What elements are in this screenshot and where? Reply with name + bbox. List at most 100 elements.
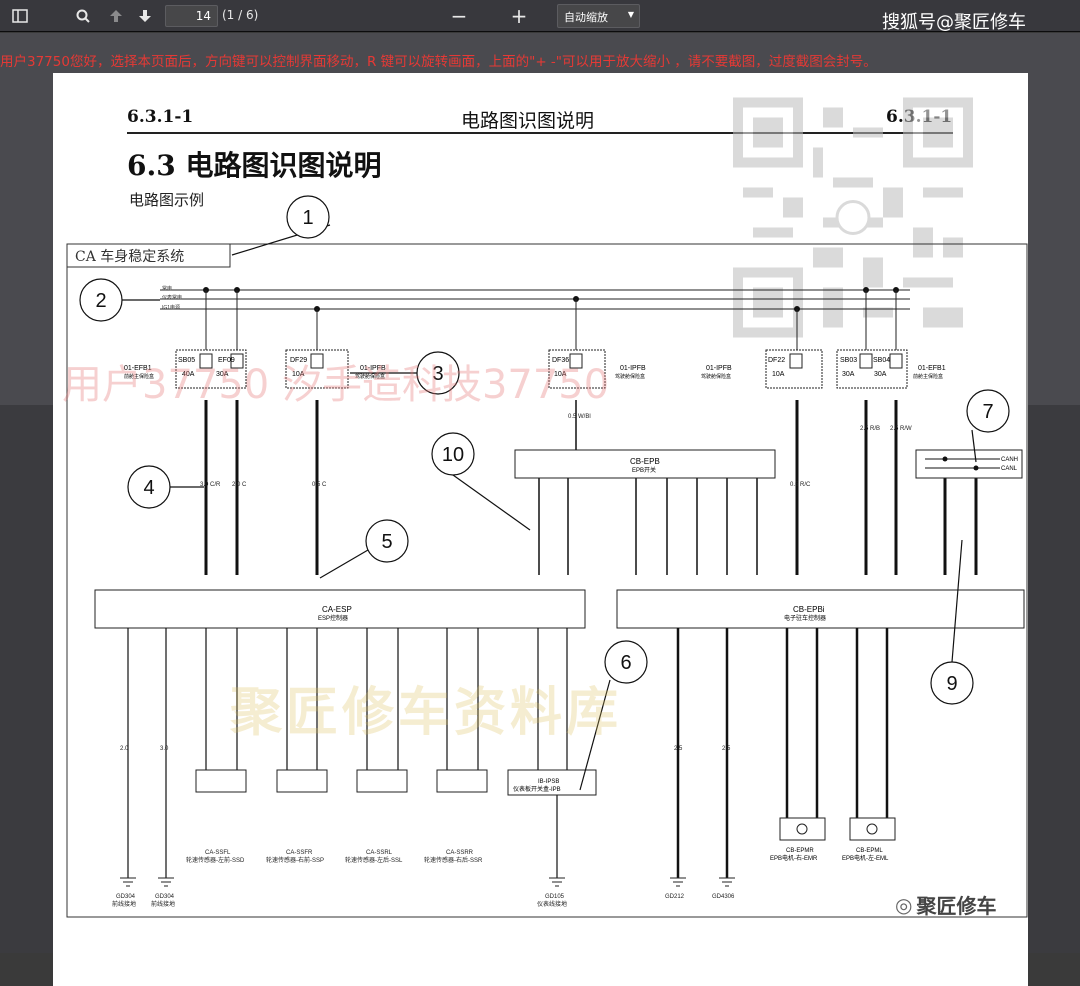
fusebox-code: 01-EFB1 (918, 365, 946, 372)
fuse-label-sb03: SB03 (840, 357, 857, 364)
diagram-frame (66, 243, 1028, 918)
previous-page-icon[interactable] (104, 4, 128, 28)
sensor-name: 轮速传感器-右后-SSR (424, 856, 483, 864)
fuse-rating-sb05: 40A (182, 371, 195, 378)
wire-spec: 2.5 R/B (860, 426, 880, 432)
zoom-in-button[interactable]: + (510, 4, 528, 28)
fuse-box-ipfb-2: DF36 10A 01-IPFB 驾驶舱保险盒 (548, 349, 646, 389)
fusebox-name: 前舱主保险盒 (913, 373, 943, 380)
fuse-label-df36: DF36 (552, 357, 569, 364)
can-low-label: CANL (1001, 466, 1018, 472)
ground-name: 前线接地 (151, 900, 175, 908)
fuse-label-ef09: EF09 (218, 357, 235, 364)
wiring-diagram: CA 车身稳定系统 常电 仪表常电 IG1电源 SB05 EF09 40A 30… (66, 195, 1028, 918)
power-label-const: 常电 (162, 285, 172, 292)
ground-code: GD212 (665, 894, 685, 900)
motor-name: EPB电机-左-EML (842, 854, 889, 862)
sensor-name: 轮速传感器-左前-SSD (186, 856, 245, 864)
fusebox-name: 前舱主保险盒 (124, 373, 154, 380)
wire-spec: 3.0 (160, 746, 169, 752)
fuse-label-df22: DF22 (768, 357, 785, 364)
wire-spec: 0.5 W/Bl (568, 414, 591, 420)
header-code-left: 6.3.1-1 (127, 107, 194, 127)
callout-label-9: 9 (946, 673, 957, 695)
fuse-box-ipfb-3: DF22 10A 01-IPFB 驾驶舱保险盒 (701, 349, 823, 389)
module-code: IB-IPSB (538, 779, 559, 785)
wire-spec: 2.0 C (232, 482, 247, 488)
can-high-label: CANH (1001, 457, 1018, 463)
zoom-select[interactable]: 自动缩放 ▼ (557, 4, 640, 28)
sensor-code: CA-SSRL (366, 850, 393, 856)
ground-code: GD304 (116, 894, 136, 900)
sidebar-toggle-icon[interactable] (8, 4, 32, 28)
callout-label-5: 5 (381, 531, 392, 553)
fuse-rating-df36: 10A (554, 371, 567, 378)
fusebox-name: 驾驶舱保险盒 (615, 373, 645, 380)
callout-label-4: 4 (143, 477, 154, 499)
wire-spec: 2.0 (120, 746, 129, 752)
module-name: ESP控制器 (318, 614, 348, 622)
fuse-rating-df29: 10A (292, 371, 305, 378)
callout-label-3: 3 (432, 363, 443, 385)
brand-watermark: 搜狐号@聚匠修车 (882, 12, 1026, 33)
module-code: CB-EPBi (793, 605, 825, 614)
next-page-icon[interactable] (133, 4, 157, 28)
page-number-input[interactable] (165, 5, 218, 27)
fusebox-code: 01-IPFB (620, 365, 646, 372)
callout-label-10: 10 (442, 444, 464, 466)
fuse-box-ipfb-1: DF29 10A 01-IPFB 驾驶舱保险盒 (285, 349, 386, 389)
section-subtitle: 电路图示例 (129, 191, 205, 209)
ground-name: 仪表线接地 (537, 900, 567, 908)
module-name: 仪表板开关盒-IPB (513, 785, 561, 793)
motor-name: EPB电机-右-EMR (770, 854, 818, 862)
wire-spec: 2.5 R/W (890, 426, 912, 432)
fuse-label-sb05: SB05 (178, 357, 195, 364)
page-count-label: (1 / 6) (222, 8, 259, 22)
chevron-down-icon: ▼ (627, 10, 634, 19)
switch-wires (538, 400, 758, 575)
module-name: EPB开关 (632, 466, 656, 474)
esp-output-wires (127, 628, 568, 878)
usage-notice: 用户37750您好，选择本页面后，方向键可以控制界面移动，R 键可以旋转画面，上… (0, 54, 877, 70)
header-title: 电路图识图说明 (461, 110, 595, 132)
ground-code: GD304 (155, 894, 175, 900)
pdf-toolbar: (1 / 6) − + 自动缩放 ▼ 搜狐号@聚匠修车 (0, 0, 1080, 33)
header-rule (127, 132, 953, 134)
module-code: CA-ESP (322, 605, 352, 614)
module-name: 电子驻车控制器 (784, 614, 826, 622)
ground-symbols (120, 877, 735, 887)
callout-label-7: 7 (982, 401, 993, 423)
sensor-code: CA-SSFL (205, 850, 231, 856)
search-icon[interactable] (71, 4, 95, 28)
power-label-ig1: IG1电源 (162, 304, 180, 311)
sensor-code: CA-SSRR (446, 850, 474, 856)
ground-name: 前线接地 (112, 900, 136, 908)
ground-code: GD105 (545, 894, 565, 900)
wire-spec: 3.0 C/R (200, 482, 221, 488)
sensor-name: 轮速传感器-右前-SSP (266, 856, 324, 864)
sensor-name: 轮速传感器-左后-SSL (345, 856, 403, 864)
system-label-box (66, 243, 231, 268)
fuse-label-sb04: SB04 (873, 357, 890, 364)
esp-controller: CA-ESP ESP控制器 (94, 589, 586, 629)
fuse-feeds (205, 290, 897, 350)
epb-switch: CB-EPB EPB开关 (514, 449, 776, 479)
ipsb-module: IB-IPSB 仪表板开关盒-IPB (507, 769, 597, 796)
user-watermark: 用户37750 汐手造科技37750 (62, 362, 610, 408)
qr-code-watermark (733, 97, 973, 338)
section-title: 6.3 电路图识图说明 (127, 149, 382, 182)
zoom-select-value: 自动缩放 (564, 11, 608, 24)
power-label-cluster: 仪表常电 (162, 294, 182, 301)
fusebox-code: 01-EFB1 (124, 365, 152, 372)
wechat-badge-text: 聚匠修车 (916, 894, 997, 918)
fuse-rating-df22: 10A (772, 371, 785, 378)
fusebox-name: 驾驶舱保险盒 (701, 373, 731, 380)
epbi-controller: CB-EPBi 电子驻车控制器 (616, 589, 1025, 629)
fuse-rating-ef09: 30A (216, 371, 229, 378)
can-bus-box: CANH CANL (915, 449, 1023, 479)
zoom-out-button[interactable]: − (450, 4, 468, 28)
power-wires (204, 400, 978, 575)
brand-overlay-watermark: 聚匠修车资料库 (230, 683, 623, 743)
wheel-speed-sensors (195, 769, 488, 793)
fuse-label-df29: DF29 (290, 357, 307, 364)
